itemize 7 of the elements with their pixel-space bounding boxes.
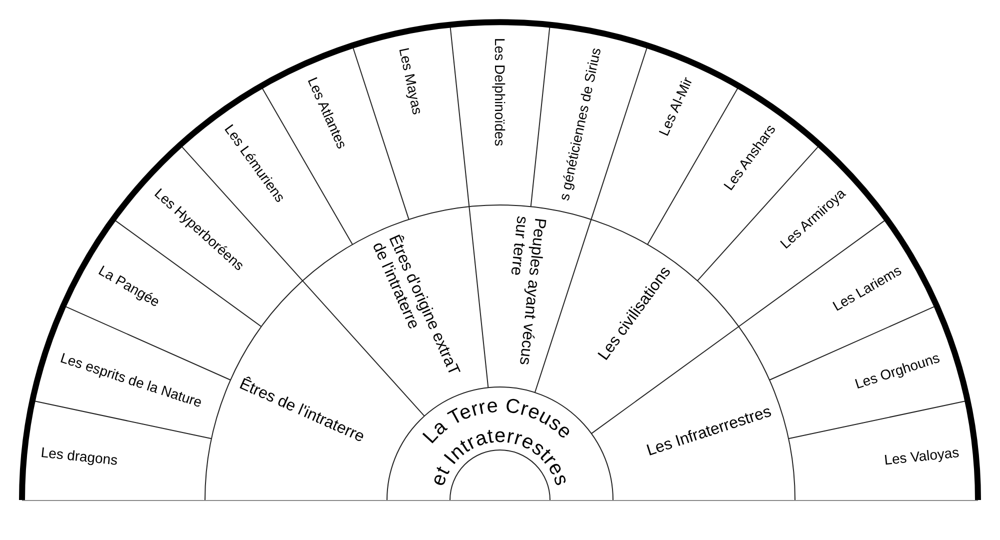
segment-label: Les Valoyas [884, 444, 960, 468]
segment-label: Les Mayas [396, 46, 426, 116]
segment-label: Les Al-Mir [655, 74, 696, 138]
segment-label: Les dragons [40, 444, 118, 468]
segment-label: Les Delphinoïdes [492, 38, 508, 146]
segment-label: Les esprits de la Nature [58, 350, 204, 411]
segment-label: Peuples ayant vécus sur terre [494, 214, 548, 380]
